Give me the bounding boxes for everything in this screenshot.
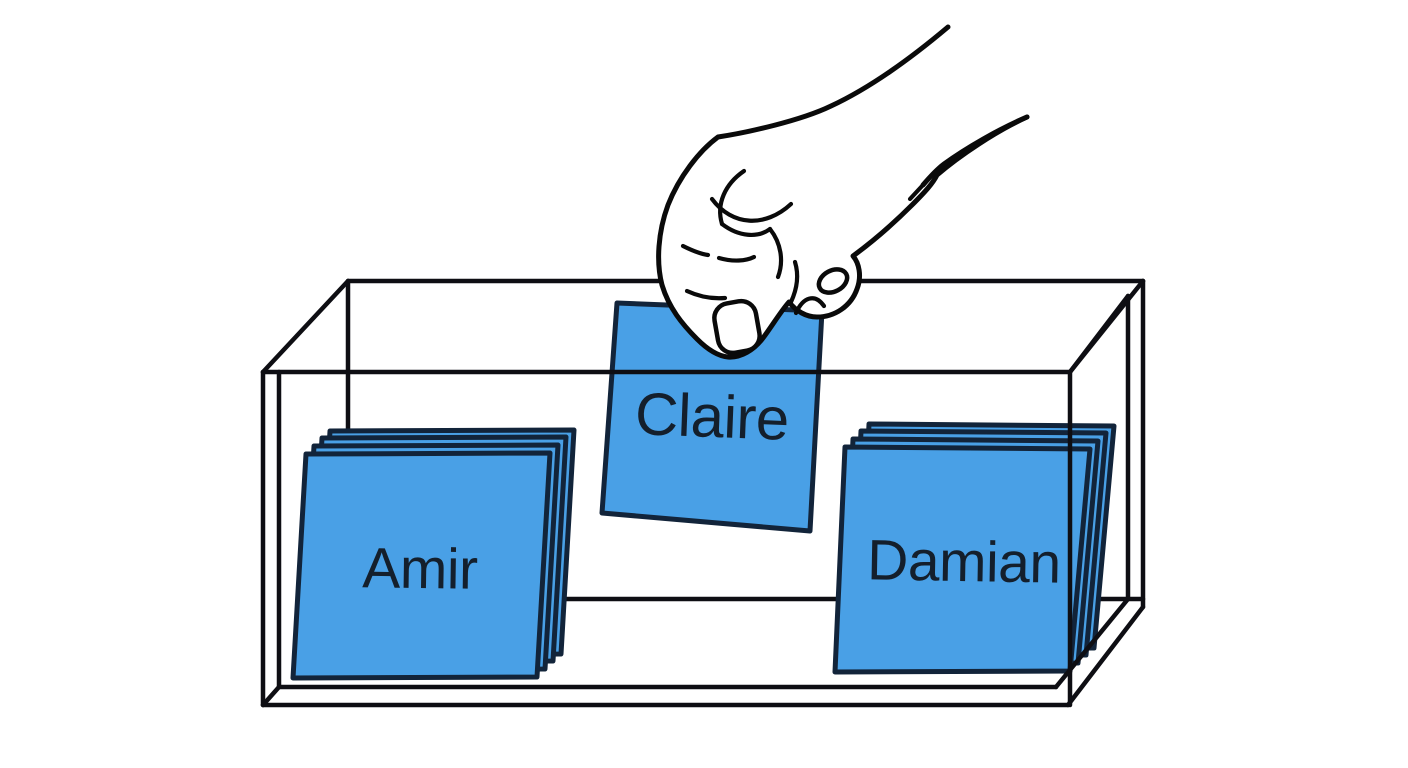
finger-crease-line [680, 243, 711, 258]
amir-card [290, 450, 553, 681]
index-finger-edge-line [788, 259, 800, 305]
finger-crease-line [684, 288, 728, 301]
claire-card-group: Claire [599, 300, 825, 534]
finger-crease-line [716, 254, 757, 263]
hand-illustration [656, 24, 1030, 360]
ballot-box-front-edges [260, 369, 1146, 708]
wrist-notch-line [907, 182, 926, 202]
box-top-left-diagonal [260, 278, 351, 375]
fingernail [712, 298, 762, 356]
curled-finger-line [719, 221, 773, 237]
curled-finger-line [767, 226, 784, 280]
curled-finger-line [718, 168, 747, 227]
damian-label: Damian [867, 528, 1062, 595]
box-bottom-right-diagonal-inner [1053, 596, 1131, 690]
claire-label: Claire [634, 380, 790, 453]
hand-silhouette [658, 27, 1027, 358]
forearm-line [920, 114, 1030, 188]
amir-card-stack: Amir [290, 427, 577, 681]
box-bottom-right-diagonal-outer [1065, 604, 1146, 708]
damian-card-stack: Damian [832, 421, 1117, 675]
box-bottom-left-corner [260, 684, 282, 708]
thumb-tip [816, 267, 850, 295]
box-top-right-diagonal-inner [1067, 293, 1131, 375]
middle-fingertip-line [793, 296, 827, 316]
amir-label: Amir [362, 536, 479, 602]
